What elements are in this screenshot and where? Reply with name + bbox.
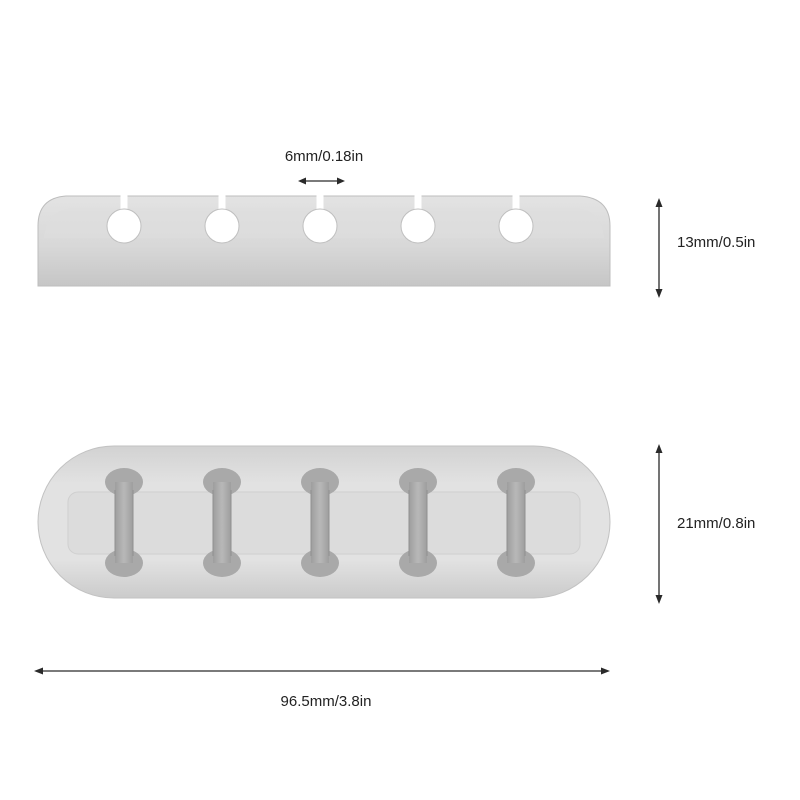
length-dimension: 96.5mm/3.8in xyxy=(34,667,610,710)
slot-width-dimension: 6mm/0.18in xyxy=(285,148,363,185)
side-cable-hole xyxy=(498,208,534,244)
side-cable-hole xyxy=(106,208,142,244)
top-cable-channel xyxy=(399,468,437,577)
side-slot-opening xyxy=(316,190,324,210)
top-view xyxy=(37,445,611,599)
side-cable-hole xyxy=(204,208,240,244)
top-view-channels xyxy=(105,468,535,577)
side-slot-opening xyxy=(120,190,128,210)
depth-dimension: 21mm/0.8in xyxy=(655,444,755,604)
slot-width-label: 6mm/0.18in xyxy=(285,148,363,165)
top-cable-channel xyxy=(203,468,241,577)
side-view-holes xyxy=(106,190,534,244)
height-label: 13mm/0.5in xyxy=(677,234,755,251)
side-cable-hole xyxy=(302,208,338,244)
top-cable-channel xyxy=(105,468,143,577)
side-slot-opening xyxy=(414,190,422,210)
side-cable-hole xyxy=(400,208,436,244)
top-cable-channel xyxy=(301,468,339,577)
height-dimension: 13mm/0.5in xyxy=(655,198,755,298)
side-view xyxy=(37,190,611,287)
depth-label: 21mm/0.8in xyxy=(677,515,755,532)
side-slot-opening xyxy=(218,190,226,210)
length-label: 96.5mm/3.8in xyxy=(281,693,372,710)
top-cable-channel xyxy=(497,468,535,577)
side-slot-opening xyxy=(512,190,520,210)
